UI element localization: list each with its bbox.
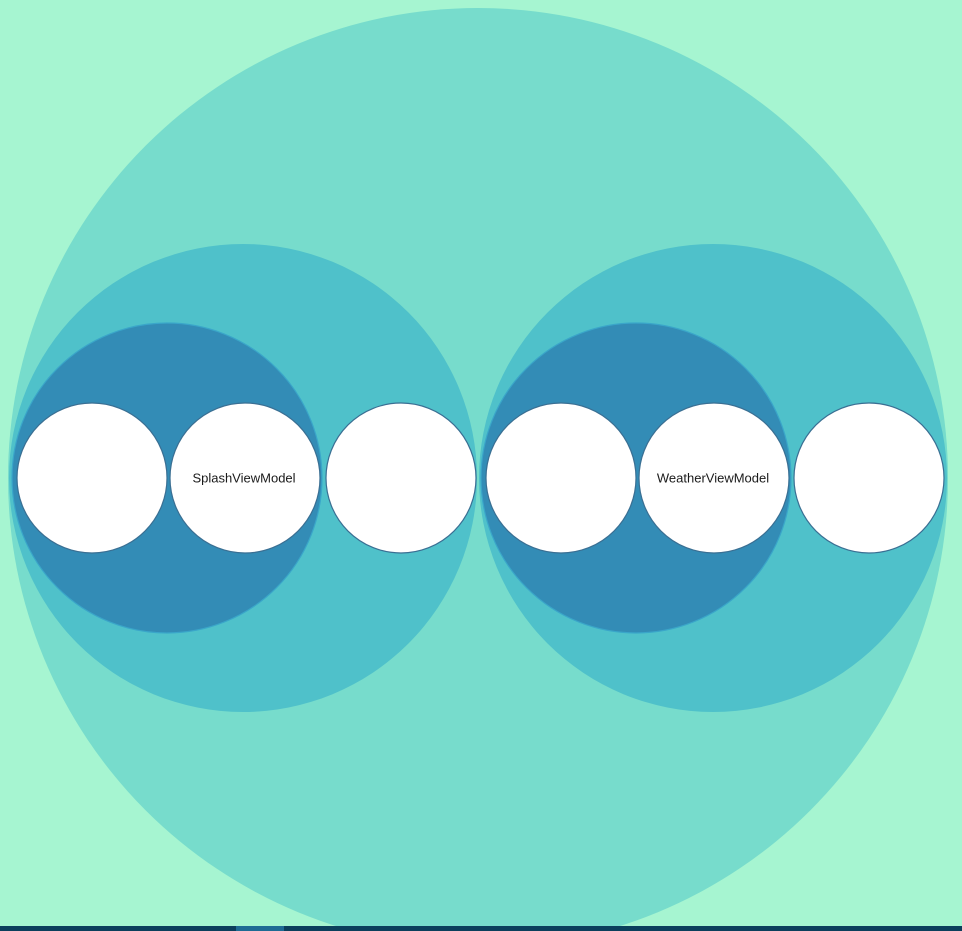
leaf-circle-weather[interactable] [638,402,790,554]
label-splash-view-model: SplashViewModel [192,470,295,485]
leaf-circle-right-3[interactable] [793,402,945,554]
leaf-circle-left-3[interactable] [325,402,477,554]
leaf-circle-left-1[interactable] [16,402,168,554]
bottom-bar [0,926,962,931]
leaf-circle-right-1[interactable] [485,402,637,554]
bottom-bar-tab[interactable] [236,926,284,931]
label-weather-view-model: WeatherViewModel [657,470,769,485]
leaf-circle-splash[interactable] [169,402,321,554]
